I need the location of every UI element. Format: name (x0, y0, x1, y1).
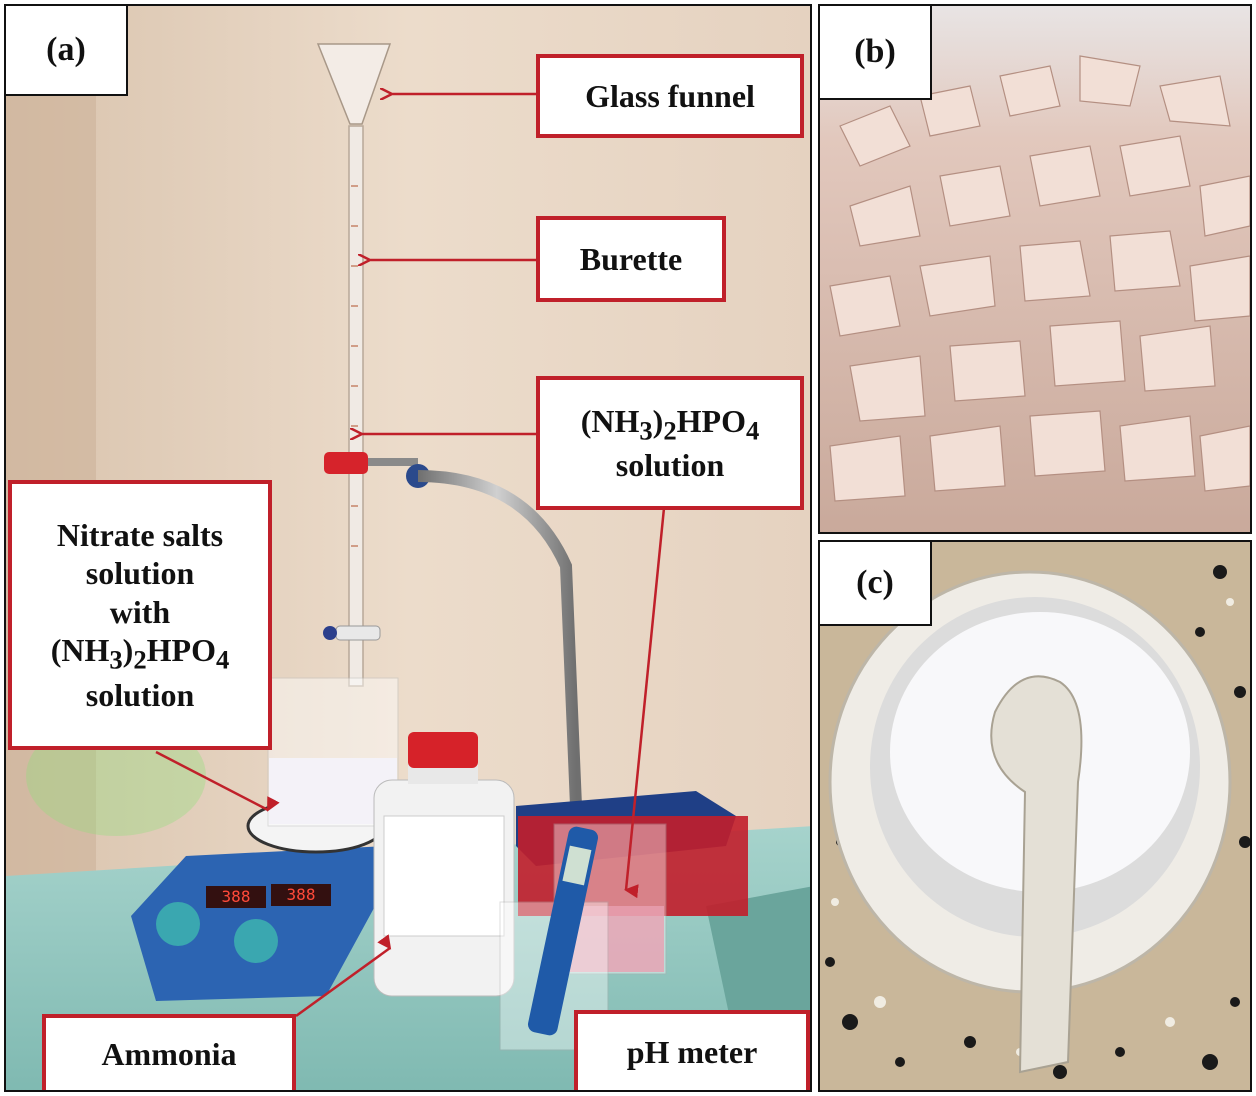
bottle-label (383, 815, 505, 937)
stirrer-display-right (271, 884, 331, 906)
flex-stand (417, 470, 582, 807)
stirrer-knob-left (156, 902, 200, 946)
label-glass-funnel-text: Glass funnel (585, 77, 755, 114)
label-dap-solution: (NH3)2HPO4 solution (536, 376, 804, 510)
label-ph-meter: pH meter (574, 1010, 810, 1090)
bottle-cap (408, 732, 478, 768)
burette-tube (348, 125, 364, 687)
stirrer-display-right-text: 388 (286, 885, 316, 904)
ph-meter-screen (562, 845, 592, 886)
stirrer-display-left-text: 388 (221, 887, 251, 906)
glass-funnel (316, 43, 392, 125)
label-ph-meter-text: pH meter (626, 1033, 758, 1070)
label-burette: Burette (536, 216, 726, 302)
panel-a-letter: (a) (6, 6, 128, 96)
clamp-arm (368, 458, 418, 466)
label-burette-text: Burette (579, 240, 683, 277)
label-glass-funnel: Glass funnel (536, 54, 804, 138)
panel-c-photo: (c) (818, 540, 1252, 1092)
stirrer-knob-right (234, 919, 278, 963)
panel-c-letter: (c) (820, 542, 932, 626)
clamp-red (324, 452, 368, 474)
nitrate-line-1: Nitrate salts (56, 517, 224, 554)
nitrate-line-2: solution (85, 555, 195, 592)
mortar-pestle-illustration (820, 542, 1250, 1090)
label-ammonia: Ammonia (42, 1014, 296, 1090)
corner-shadow (6, 6, 96, 906)
panel-b-letter: (b) (820, 6, 932, 100)
pestle (990, 675, 1083, 1074)
dried-flakes-illustration (820, 6, 1250, 532)
nitrate-formula: (NH3)2HPO4 (50, 632, 230, 675)
dap-formula: (NH3)2HPO4 (580, 402, 760, 445)
label-ammonia-text: Ammonia (101, 1035, 237, 1072)
stirrer-display-left (206, 886, 266, 908)
stopcock (335, 625, 381, 641)
panel-b-photo: (b) (818, 4, 1252, 534)
nitrate-line-3: with (109, 593, 171, 630)
dap-solution-word: solution (615, 447, 725, 483)
nitrate-line-5: solution (85, 676, 195, 713)
stopcock-knob (323, 626, 337, 640)
panel-a-photo: (a) Glass funnel Burette (NH3)2HPO4 solu… (4, 4, 812, 1092)
label-nitrate-solution: Nitrate salts solution with (NH3)2HPO4 s… (8, 480, 272, 750)
flakes (829, 55, 1250, 502)
